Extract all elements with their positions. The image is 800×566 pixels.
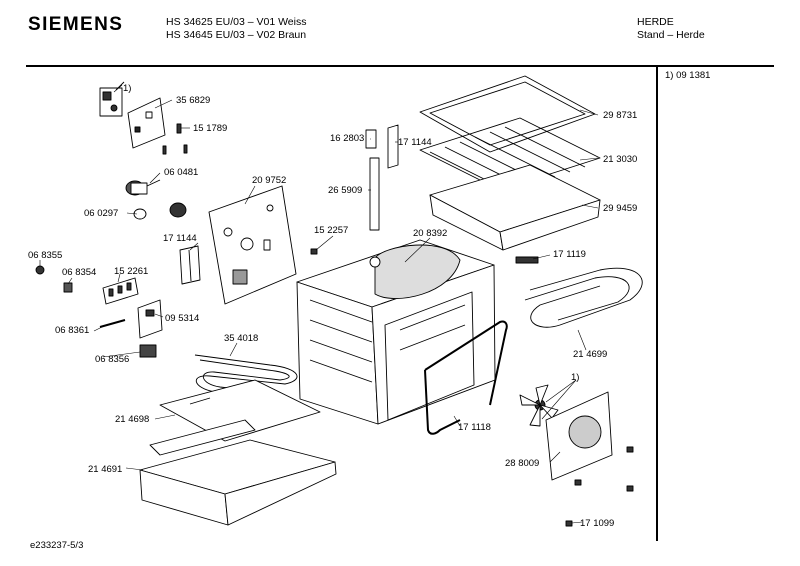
part-label: 35 4018 [224,333,258,344]
lamp-holder-drawing [125,179,187,220]
part-label: 17 1144 [163,233,197,244]
small-parts-drawing [35,265,163,358]
part-label: 17 1099 [580,518,614,529]
bottom-plate-drawing [159,379,321,442]
part-label: 35 6829 [176,95,210,106]
part-label: 06 8354 [62,267,96,278]
top-heater-drawing [515,256,643,328]
header-divider [26,65,774,67]
model-list: HS 34625 EU/03 – V01 Weiss HS 34645 EU/0… [166,16,306,41]
brand-logo: SIEMENS [28,14,124,35]
part-label: 06 8361 [55,325,89,336]
part-label: 21 4691 [88,464,122,475]
switch-plate-drawing [99,81,166,149]
base-tray-drawing [139,419,337,526]
part-label: 09 5314 [165,313,199,324]
part-label: 20 9752 [252,175,286,186]
part-label: 17 1119 [553,249,586,260]
part-label: 28 8009 [505,458,539,469]
part-label: 17 1144 [398,137,432,148]
part-label: 15 2261 [114,266,148,277]
category-block: HERDE Stand – Herde [637,16,705,41]
part-label: 26 5909 [328,185,362,196]
deep-pan-drawing [429,164,601,251]
part-label: 15 1789 [193,123,227,134]
part-label: 17 1118 [458,422,491,433]
bracket-drawing [179,245,201,285]
part-label: 06 0297 [84,208,118,219]
part-label: 29 8731 [603,110,637,121]
category-line-1: HERDE [637,16,674,28]
part-label: 15 2257 [314,225,348,236]
door-seal-drawing [424,320,508,435]
part-label: 06 8355 [28,250,62,261]
part-label: 20 8392 [413,228,447,239]
part-label: 29 9459 [603,203,637,214]
model-line-1: HS 34625 EU/03 – V01 Weiss [166,16,307,28]
part-label: 06 0481 [164,167,198,178]
callout-mark: 1) [123,83,131,94]
part-label: 06 8356 [95,354,129,365]
model-line-2: HS 34645 EU/03 – V02 Braun [166,28,307,41]
side-panel-divider [656,65,658,541]
oven-cavity-drawing [296,239,496,425]
bottom-heater-drawing [194,354,298,399]
part-label: 21 4699 [573,349,607,360]
clip-drawing [162,123,188,155]
leader-lines [39,84,599,524]
callout-mark: 1) [571,372,579,383]
part-label: 16 2803 [330,133,364,144]
part-label: 21 4698 [115,414,149,425]
side-note: 1) 09 1381 [665,70,711,81]
back-panel-drawing [208,185,297,305]
document-id: e233237-5/3 [30,540,84,551]
category-line-2: Stand – Herde [637,28,705,41]
fan-assembly-drawing [519,384,634,527]
part-label: 21 3030 [603,154,637,165]
part-labels: 1) 35 6829 15 1789 06 0481 06 0297 20 97… [28,83,637,529]
